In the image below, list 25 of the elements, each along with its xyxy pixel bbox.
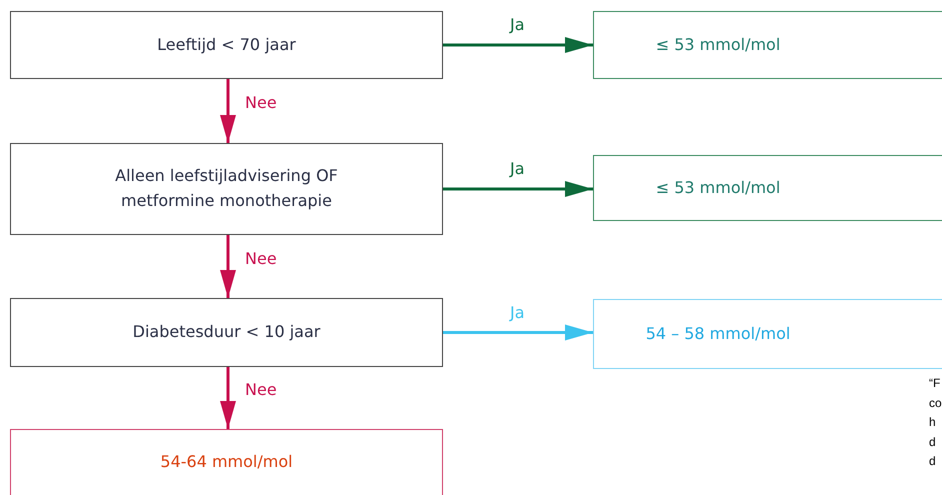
box-text: 54 – 58 mmol/mol xyxy=(646,322,790,345)
box-text: 54-64 mmol/mol xyxy=(160,451,293,474)
process-box xyxy=(10,298,443,367)
box-text: Alleen leefstijladvisering OF metformine monotherapie xyxy=(114,165,339,212)
box-text: ≤ 53 mmol/mol xyxy=(656,176,780,199)
arrow xyxy=(443,37,593,53)
arrow xyxy=(220,79,236,143)
arrow xyxy=(220,235,236,298)
box-text: Leeftijd < 70 jaar xyxy=(157,34,296,56)
arrow xyxy=(443,324,593,340)
note-text: d xyxy=(929,455,936,467)
note-text: h xyxy=(929,416,936,428)
process-box xyxy=(593,155,942,221)
process-box xyxy=(10,143,443,235)
process-box xyxy=(593,11,942,79)
process-box xyxy=(10,429,443,495)
note-text: co xyxy=(929,396,942,408)
arrow xyxy=(220,367,236,429)
process-box xyxy=(593,299,942,369)
note-text: d xyxy=(929,436,936,448)
box-text: ≤ 53 mmol/mol xyxy=(656,34,780,56)
arrow xyxy=(443,181,593,197)
process-box xyxy=(10,11,443,79)
note-text: “F xyxy=(929,377,940,389)
box-text: Diabetesduur < 10 jaar xyxy=(132,321,320,344)
